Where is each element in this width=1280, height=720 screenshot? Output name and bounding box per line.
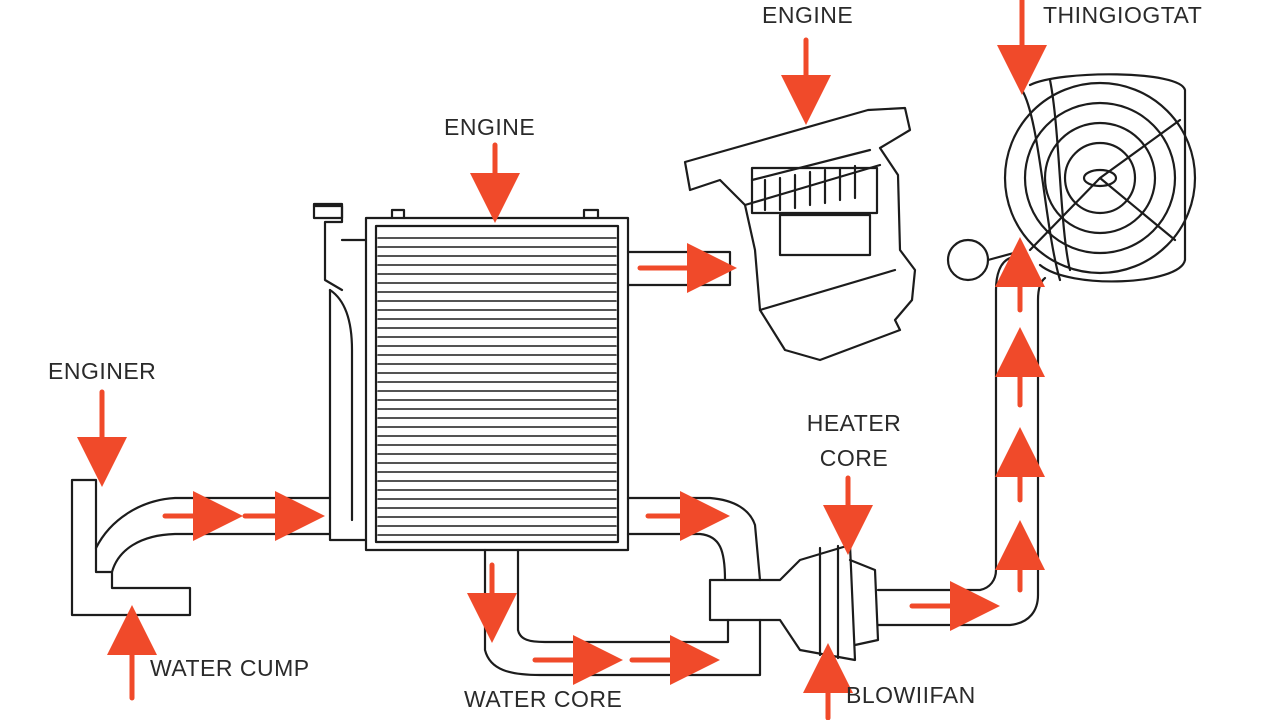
label-water-core: WATER CORE [464, 686, 623, 712]
radiator [312, 202, 732, 552]
label-engine-mid: ENGINE [444, 114, 536, 140]
thermostat-fan [946, 73, 1197, 283]
radiator-fins [377, 237, 617, 536]
label-heater-core-line1: HEATER [806, 410, 902, 436]
label-blower-fan: BLOWIIFAN [846, 682, 976, 708]
label-thermostat: THINGIOGTAT [1043, 2, 1203, 28]
label-engine-left: ENGINER [48, 358, 157, 384]
heater-core-blower [708, 543, 880, 662]
label-heater-core-line2: CORE [819, 445, 889, 471]
label-engine-top: ENGINE [762, 2, 854, 28]
label-water-pump: WATER CUMP [150, 655, 310, 681]
engine-block [683, 106, 917, 362]
coolant-hoses [483, 256, 1047, 677]
label-heater-core: HEATER CORE [800, 412, 908, 470]
coolant-flow-arrows [77, 0, 1047, 720]
water-pump [70, 478, 332, 617]
